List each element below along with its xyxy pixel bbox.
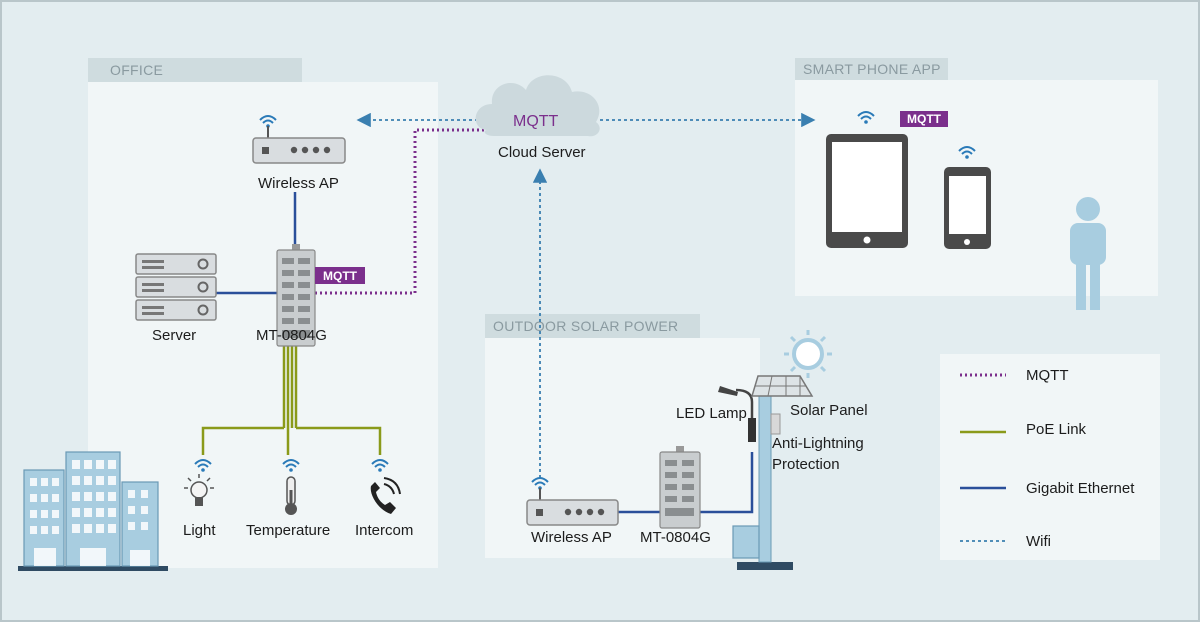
legend-poe-label: PoE Link — [1026, 421, 1087, 438]
outdoor-wireless-ap-label: Wireless AP — [531, 529, 612, 546]
cloud-server-label: Cloud Server — [498, 144, 586, 161]
temperature-label: Temperature — [246, 522, 330, 539]
poe-links — [201, 345, 382, 455]
buildings-icon — [18, 451, 168, 571]
led-lamp-label: LED Lamp — [676, 405, 747, 422]
legend-wifi-label: Wifi — [1026, 533, 1051, 550]
mqtt-link — [315, 128, 490, 295]
mqtt-badge-phone-label: MQTT — [907, 112, 942, 126]
server-label: Server — [152, 327, 196, 344]
wireless-ap-icon — [252, 115, 346, 164]
server-icon — [135, 253, 217, 321]
light-bulb-icon — [184, 474, 214, 506]
mqtt-badge-office-label: MQTT — [323, 269, 358, 283]
phone-icon — [370, 477, 401, 514]
solar-panel-label: Solar Panel — [790, 402, 868, 419]
tablet-icon — [826, 134, 908, 248]
outdoor-mt-switch-icon — [659, 446, 701, 529]
mqtt-badge-office — [315, 267, 365, 284]
outdoor-section: OUTDOOR SOLAR POWER — [485, 314, 760, 558]
smartphone-title: SMART PHONE APP — [803, 61, 941, 77]
mt-office-label: MT-0804G — [256, 327, 327, 344]
sun-icon — [784, 330, 832, 378]
cloud-mqtt-label: MQTT — [513, 113, 559, 130]
legend-ethernet-label: Gigabit Ethernet — [1026, 480, 1135, 497]
light-label: Light — [183, 522, 216, 539]
legend: MQTT PoE Link Gigabit Ethernet Wifi — [960, 367, 1135, 550]
anti-lightning-label-line2: Protection — [772, 456, 840, 473]
legend-panel — [940, 354, 1160, 560]
smartphone-icon — [944, 167, 991, 249]
wireless-ap-label: Wireless AP — [258, 175, 339, 192]
mqtt-badge-phone — [900, 111, 948, 127]
person-icon — [1070, 197, 1106, 310]
outdoor-mt-label: MT-0804G — [640, 529, 711, 546]
outdoor-title: OUTDOOR SOLAR POWER — [493, 318, 678, 334]
intercom-label: Intercom — [355, 522, 413, 539]
legend-mqtt-label: MQTT — [1026, 367, 1069, 384]
mt-switch-icon — [276, 244, 316, 347]
outdoor-wireless-ap-icon — [526, 477, 619, 526]
office-title: OFFICE — [110, 62, 163, 78]
thermometer-icon — [285, 476, 297, 515]
ethernet-mt-pole — [700, 452, 754, 514]
cloud-icon — [475, 75, 600, 137]
anti-lightning-label-line1: Anti-Lightning — [772, 435, 864, 452]
led-lamp-icon — [718, 386, 756, 442]
solar-panel-icon — [750, 375, 814, 397]
